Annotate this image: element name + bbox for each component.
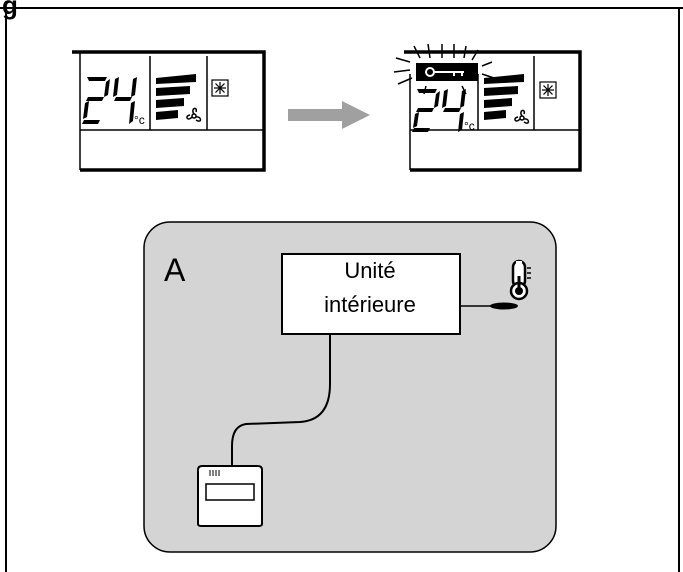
indoor-unit-box <box>281 253 461 335</box>
panel-label: A <box>164 252 186 288</box>
sensor-probe <box>490 302 518 310</box>
display-before: °c <box>72 50 266 172</box>
fan-speed-bars-icon <box>484 74 524 120</box>
fan-icon <box>514 109 530 124</box>
arrow-right-icon <box>288 101 370 129</box>
remote-controller-icon <box>197 465 263 527</box>
temp-unit: °c <box>134 113 145 127</box>
fan-speed-bars-icon <box>156 74 196 120</box>
temperature-digits <box>412 89 466 132</box>
indoor-unit-label-line1: Unité <box>344 258 396 283</box>
thermometer-icon <box>509 259 531 301</box>
fan-icon <box>186 107 202 122</box>
remote-cable <box>231 334 331 466</box>
temp-unit: °c <box>464 119 475 133</box>
key-lock-icon <box>416 63 478 81</box>
display-after: °c <box>393 44 582 172</box>
snowflake-icon <box>211 79 229 97</box>
figure-header-letter: g <box>2 0 18 20</box>
snowflake-icon <box>539 81 557 99</box>
temperature-digits <box>82 77 137 124</box>
indoor-unit-label-line2: intérieure <box>324 292 416 317</box>
